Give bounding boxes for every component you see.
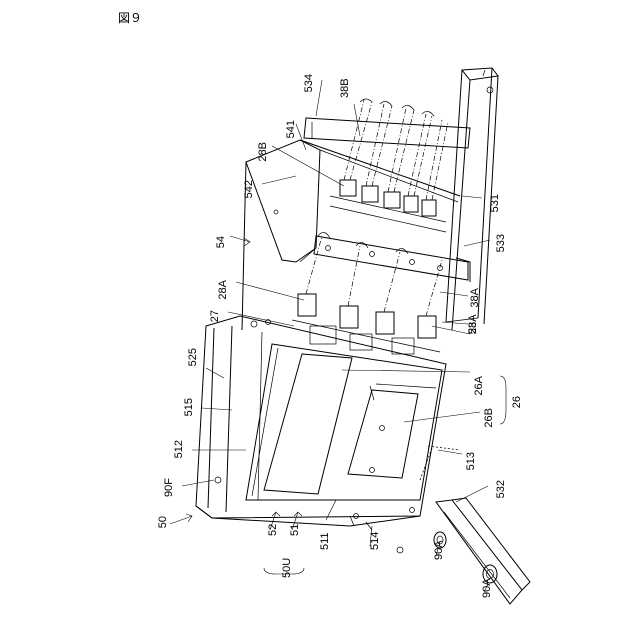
- label-26: 26: [511, 396, 523, 408]
- label-50U: 50U: [281, 558, 293, 578]
- label-515: 515: [183, 398, 195, 416]
- label-52: 52: [267, 524, 279, 536]
- reference-arrows: [170, 236, 302, 530]
- reference-labels: 534 38B 541 28B 542 531 54 533 28A 38A 2…: [157, 74, 523, 598]
- label-511: 511: [319, 532, 331, 550]
- label-525: 525: [187, 348, 199, 366]
- label-27: 27: [209, 310, 221, 322]
- label-531: 531: [489, 194, 501, 212]
- bracket-533: [314, 236, 470, 282]
- label-90A-left: 90A: [433, 540, 445, 560]
- label-513: 513: [465, 452, 477, 470]
- label-54: 54: [215, 236, 227, 248]
- figure-title: 図９: [118, 11, 142, 25]
- label-512: 512: [173, 440, 185, 458]
- label-541: 541: [285, 120, 297, 138]
- label-532: 532: [495, 480, 507, 498]
- label-50: 50: [157, 516, 169, 528]
- cover-26B: [348, 384, 436, 478]
- label-26A: 26A: [473, 375, 485, 395]
- label-28A-right: 28A: [467, 314, 479, 334]
- cover-26A: [264, 354, 352, 494]
- label-533: 533: [495, 234, 507, 252]
- label-90F: 90F: [163, 478, 175, 497]
- label-26B: 26B: [483, 408, 495, 428]
- label-28A-top: 28A: [217, 279, 229, 299]
- label-534: 534: [303, 74, 315, 92]
- cables-38B: [344, 99, 448, 200]
- label-51: 51: [289, 524, 301, 536]
- label-28B: 28B: [257, 142, 269, 162]
- label-38A: 38A: [469, 287, 481, 307]
- fastener-90A: [397, 532, 497, 583]
- label-38B: 38B: [339, 78, 351, 98]
- label-90A-bottom: 90A: [481, 578, 493, 598]
- bracket-534: [304, 118, 470, 148]
- device-drawing: [170, 68, 530, 604]
- base-plate-512: [196, 316, 446, 518]
- box-542: [242, 140, 460, 330]
- cables-38A: [306, 232, 442, 316]
- label-542: 542: [243, 180, 255, 198]
- label-514: 514: [369, 532, 381, 550]
- group-bracket-26: [500, 376, 506, 424]
